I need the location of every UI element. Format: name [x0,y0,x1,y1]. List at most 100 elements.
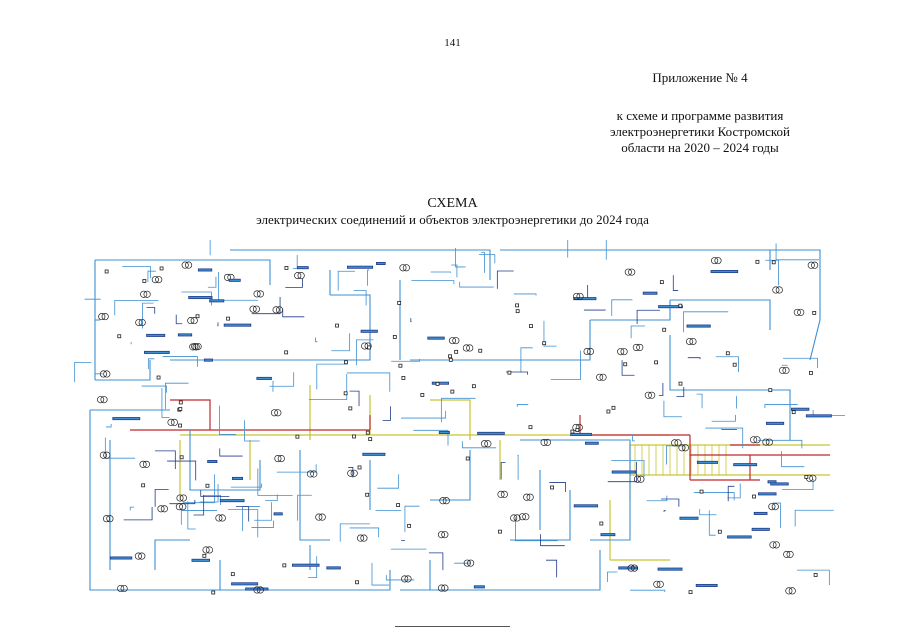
transformer-symbol [175,503,183,511]
feeder-line [331,333,351,352]
feeder-line [496,270,514,289]
busbar [197,268,213,272]
switch-symbol [335,323,339,328]
transformer-symbol [809,474,817,482]
transformer-symbol [270,409,279,417]
feeder-line [217,322,219,327]
transformer-symbol [157,505,165,513]
feeder-line [630,589,666,593]
busbar [477,431,505,435]
switch-symbol [226,316,230,321]
transformer-symbol [596,373,604,381]
transformer-symbol [256,290,264,298]
transformer-symbol [576,292,584,300]
transformer-symbol [99,370,107,378]
switch-symbol [454,349,459,354]
transformer-symbol [628,268,636,276]
feeder-line [251,520,274,528]
feeder-line [400,550,601,591]
feeder-line [182,474,215,504]
busbar [223,323,252,327]
transformer-symbol [190,317,198,325]
busbar [573,297,597,301]
feeder-line [708,510,716,536]
busbar [146,333,166,337]
transformer-symbol [762,438,770,446]
feeder-line [146,307,156,314]
switch-symbol [211,590,216,595]
feeder-line [106,423,112,428]
transformer-symbol [448,337,457,345]
feeder-line [500,249,771,270]
transformer-symbol [218,514,226,522]
transformer-symbol [782,366,790,374]
switch-symbol [367,345,371,350]
switch-symbol [515,303,520,308]
switch-symbol [398,363,403,368]
transformer-symbol [644,391,652,399]
switch-symbol [498,529,502,534]
feeder-line [123,507,153,521]
transformer-symbol [138,318,146,327]
switch-symbol [599,521,604,526]
switch-symbol [812,311,817,315]
switch-symbol [809,370,813,375]
switch-symbol [611,405,616,410]
transformer-symbol [573,292,581,300]
transformer-symbol [215,514,223,522]
feeder-line [411,280,455,284]
transformer-symbol [497,490,505,498]
feeder-line [189,430,220,491]
transformer-symbol [185,261,193,269]
transformer-symbol [294,272,302,280]
scheme-subtitle: электрических соединений и объектов элек… [256,212,649,227]
transformer-symbol [103,370,111,378]
switch-symbol [159,266,164,271]
busbar [203,358,213,362]
feeder-line [517,454,519,480]
feeder-line [757,439,803,449]
feeder-line [711,415,736,422]
substation-symbol-group [97,257,832,595]
feeder-line [367,269,370,286]
appendix-caption-line: электроэнергетики Костромской [610,124,790,139]
transformer-symbol [140,290,148,298]
feeder-line [765,259,779,286]
transformer-symbol [99,451,107,459]
red-line-group [130,399,830,481]
feeder-line [809,319,821,361]
busbar [657,567,683,571]
switch-symbol [205,483,210,488]
feeder-line [330,294,371,330]
switch-symbol [678,303,683,308]
transformer-symbol [540,438,548,446]
feeder-line [781,479,814,491]
busbar [600,533,616,537]
switch-symbol [752,494,756,499]
busbar [188,296,213,300]
feeder-line [346,372,391,392]
switch-symbol [352,434,356,439]
feeder-line [147,270,156,283]
transformer-symbol [205,546,213,554]
feeder-line [782,357,818,369]
busbar [585,441,599,445]
feeder-line [95,360,151,381]
feeder-line [199,484,219,503]
transformer-symbol [772,286,780,294]
busbar [219,499,245,503]
feeder-line [500,462,506,480]
transformer-symbol [671,439,679,447]
feeder-line [377,474,400,489]
switch-symbol [515,309,520,314]
transformer-symbol [102,515,111,523]
feeder-line [670,299,771,330]
busbar [642,291,658,295]
transformer-symbol [275,306,284,314]
transformer-symbol [632,343,640,351]
feeder-line [170,399,211,430]
switch-symbol [178,400,183,405]
transformer-symbol [176,494,184,502]
switch-symbol [401,376,406,380]
transformer-symbol [100,396,108,404]
